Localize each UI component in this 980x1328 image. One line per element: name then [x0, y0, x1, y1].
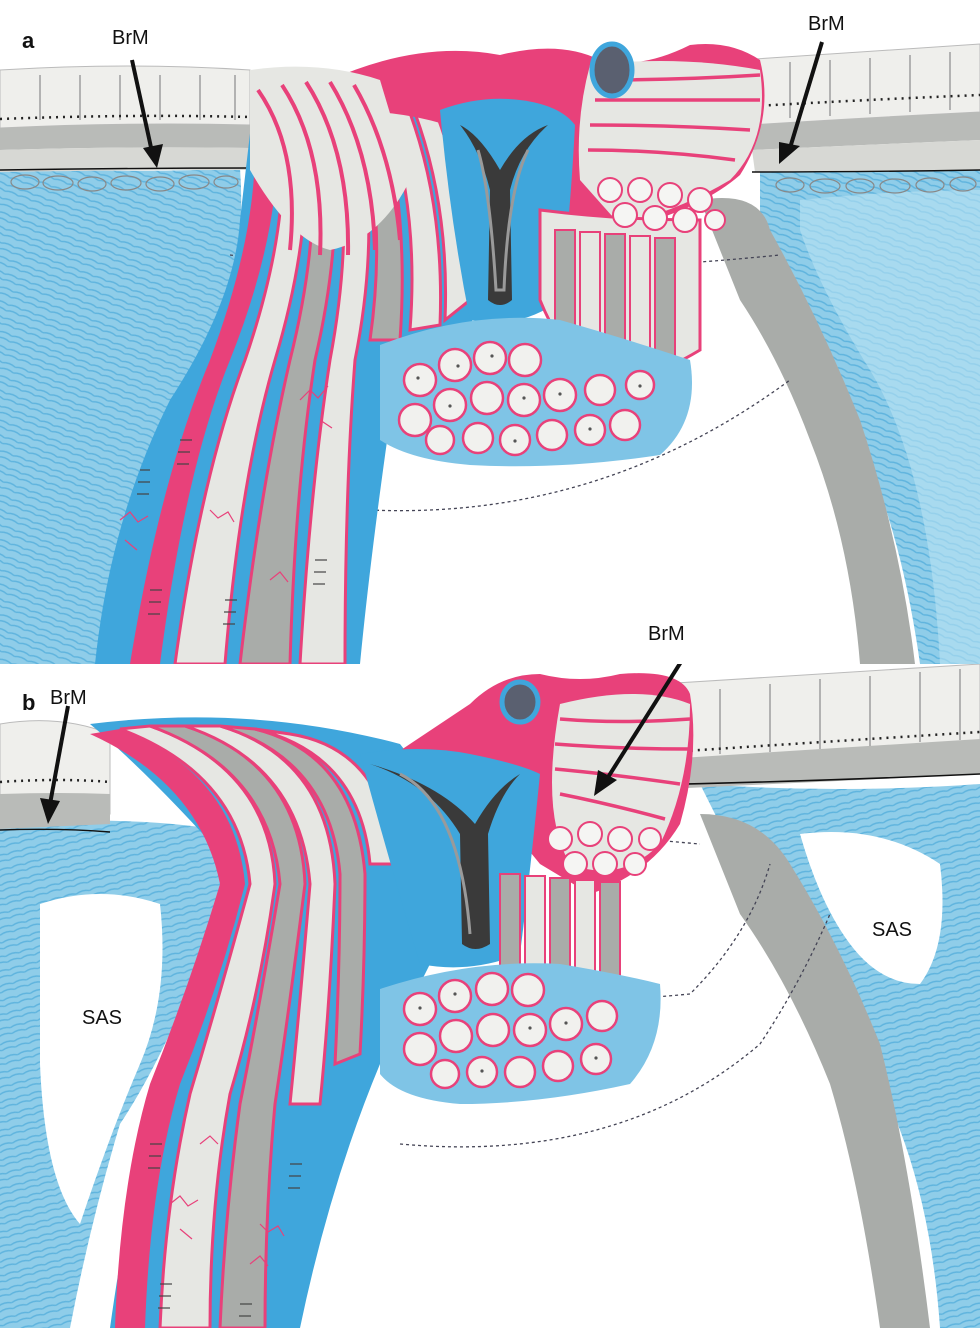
brm-label-left: BrM: [112, 27, 149, 49]
brm-label-right-b-visible: BrM: [648, 623, 685, 645]
panel-a-letter: a: [22, 28, 35, 53]
sas-label-right: SAS: [872, 919, 912, 941]
panel-a-illustration: a BrM BrM: [0, 0, 980, 664]
retina-right: [740, 44, 980, 193]
panel-b-illustration: b BrM BrM SAS SAS: [0, 664, 980, 1328]
brm-label-right: BrM: [808, 13, 845, 35]
central-vessel-lumen-b: [502, 682, 538, 722]
panel-a: a BrM BrM: [0, 0, 980, 664]
panel-b-letter: b: [22, 690, 35, 715]
panel-b-top-label-layer: BrM: [0, 610, 980, 650]
central-vessel-lumen: [592, 44, 632, 96]
brm-label-left-b: BrM: [50, 687, 87, 709]
sas-label-left: SAS: [82, 1007, 122, 1029]
panel-b: b BrM BrM SAS SAS: [0, 664, 980, 1328]
